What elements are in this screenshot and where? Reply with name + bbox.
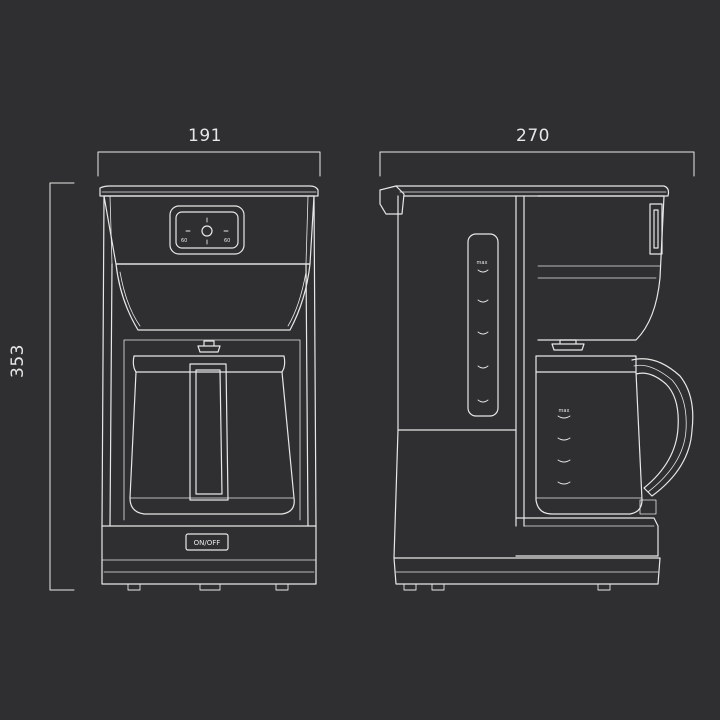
side-warming-plate — [515, 517, 659, 557]
side-width-label: 270 — [516, 126, 550, 146]
clock-left-mark: 60 — [181, 238, 187, 244]
side-view: max max — [379, 185, 694, 591]
side-lid-hinge — [379, 185, 405, 215]
height-dimension — [49, 182, 75, 591]
carafe-scale-max: max — [559, 408, 570, 414]
side-filter-housing — [537, 195, 665, 341]
front-left-pillar — [101, 195, 113, 527]
clock-right-mark: 60 — [224, 238, 230, 244]
on-off-switch: ON/OFF — [185, 533, 229, 551]
front-view: 60 60 — [99, 185, 319, 591]
front-carafe — [129, 355, 295, 515]
front-carafe-handle — [189, 363, 229, 501]
side-lid-handle — [649, 203, 663, 255]
side-carafe: max — [535, 355, 694, 515]
side-width-dimension — [379, 151, 695, 177]
carafe-lid-knob — [197, 340, 221, 353]
tank-scale-max: max — [477, 260, 488, 266]
on-off-label: ON/OFF — [194, 539, 221, 547]
front-right-pillar — [305, 195, 317, 527]
side-base — [393, 557, 661, 585]
side-carafe-handle — [631, 358, 694, 497]
water-level-window: max — [467, 233, 499, 417]
dimension-lines — [49, 151, 695, 591]
front-base — [101, 525, 317, 585]
front-lid — [99, 185, 319, 197]
clock-panel: 60 60 — [169, 205, 245, 255]
front-filter-funnel — [115, 263, 311, 331]
side-lid — [395, 185, 670, 197]
front-width-label: 191 — [188, 126, 222, 146]
front-width-dimension — [97, 151, 321, 177]
side-water-tank — [397, 195, 517, 431]
